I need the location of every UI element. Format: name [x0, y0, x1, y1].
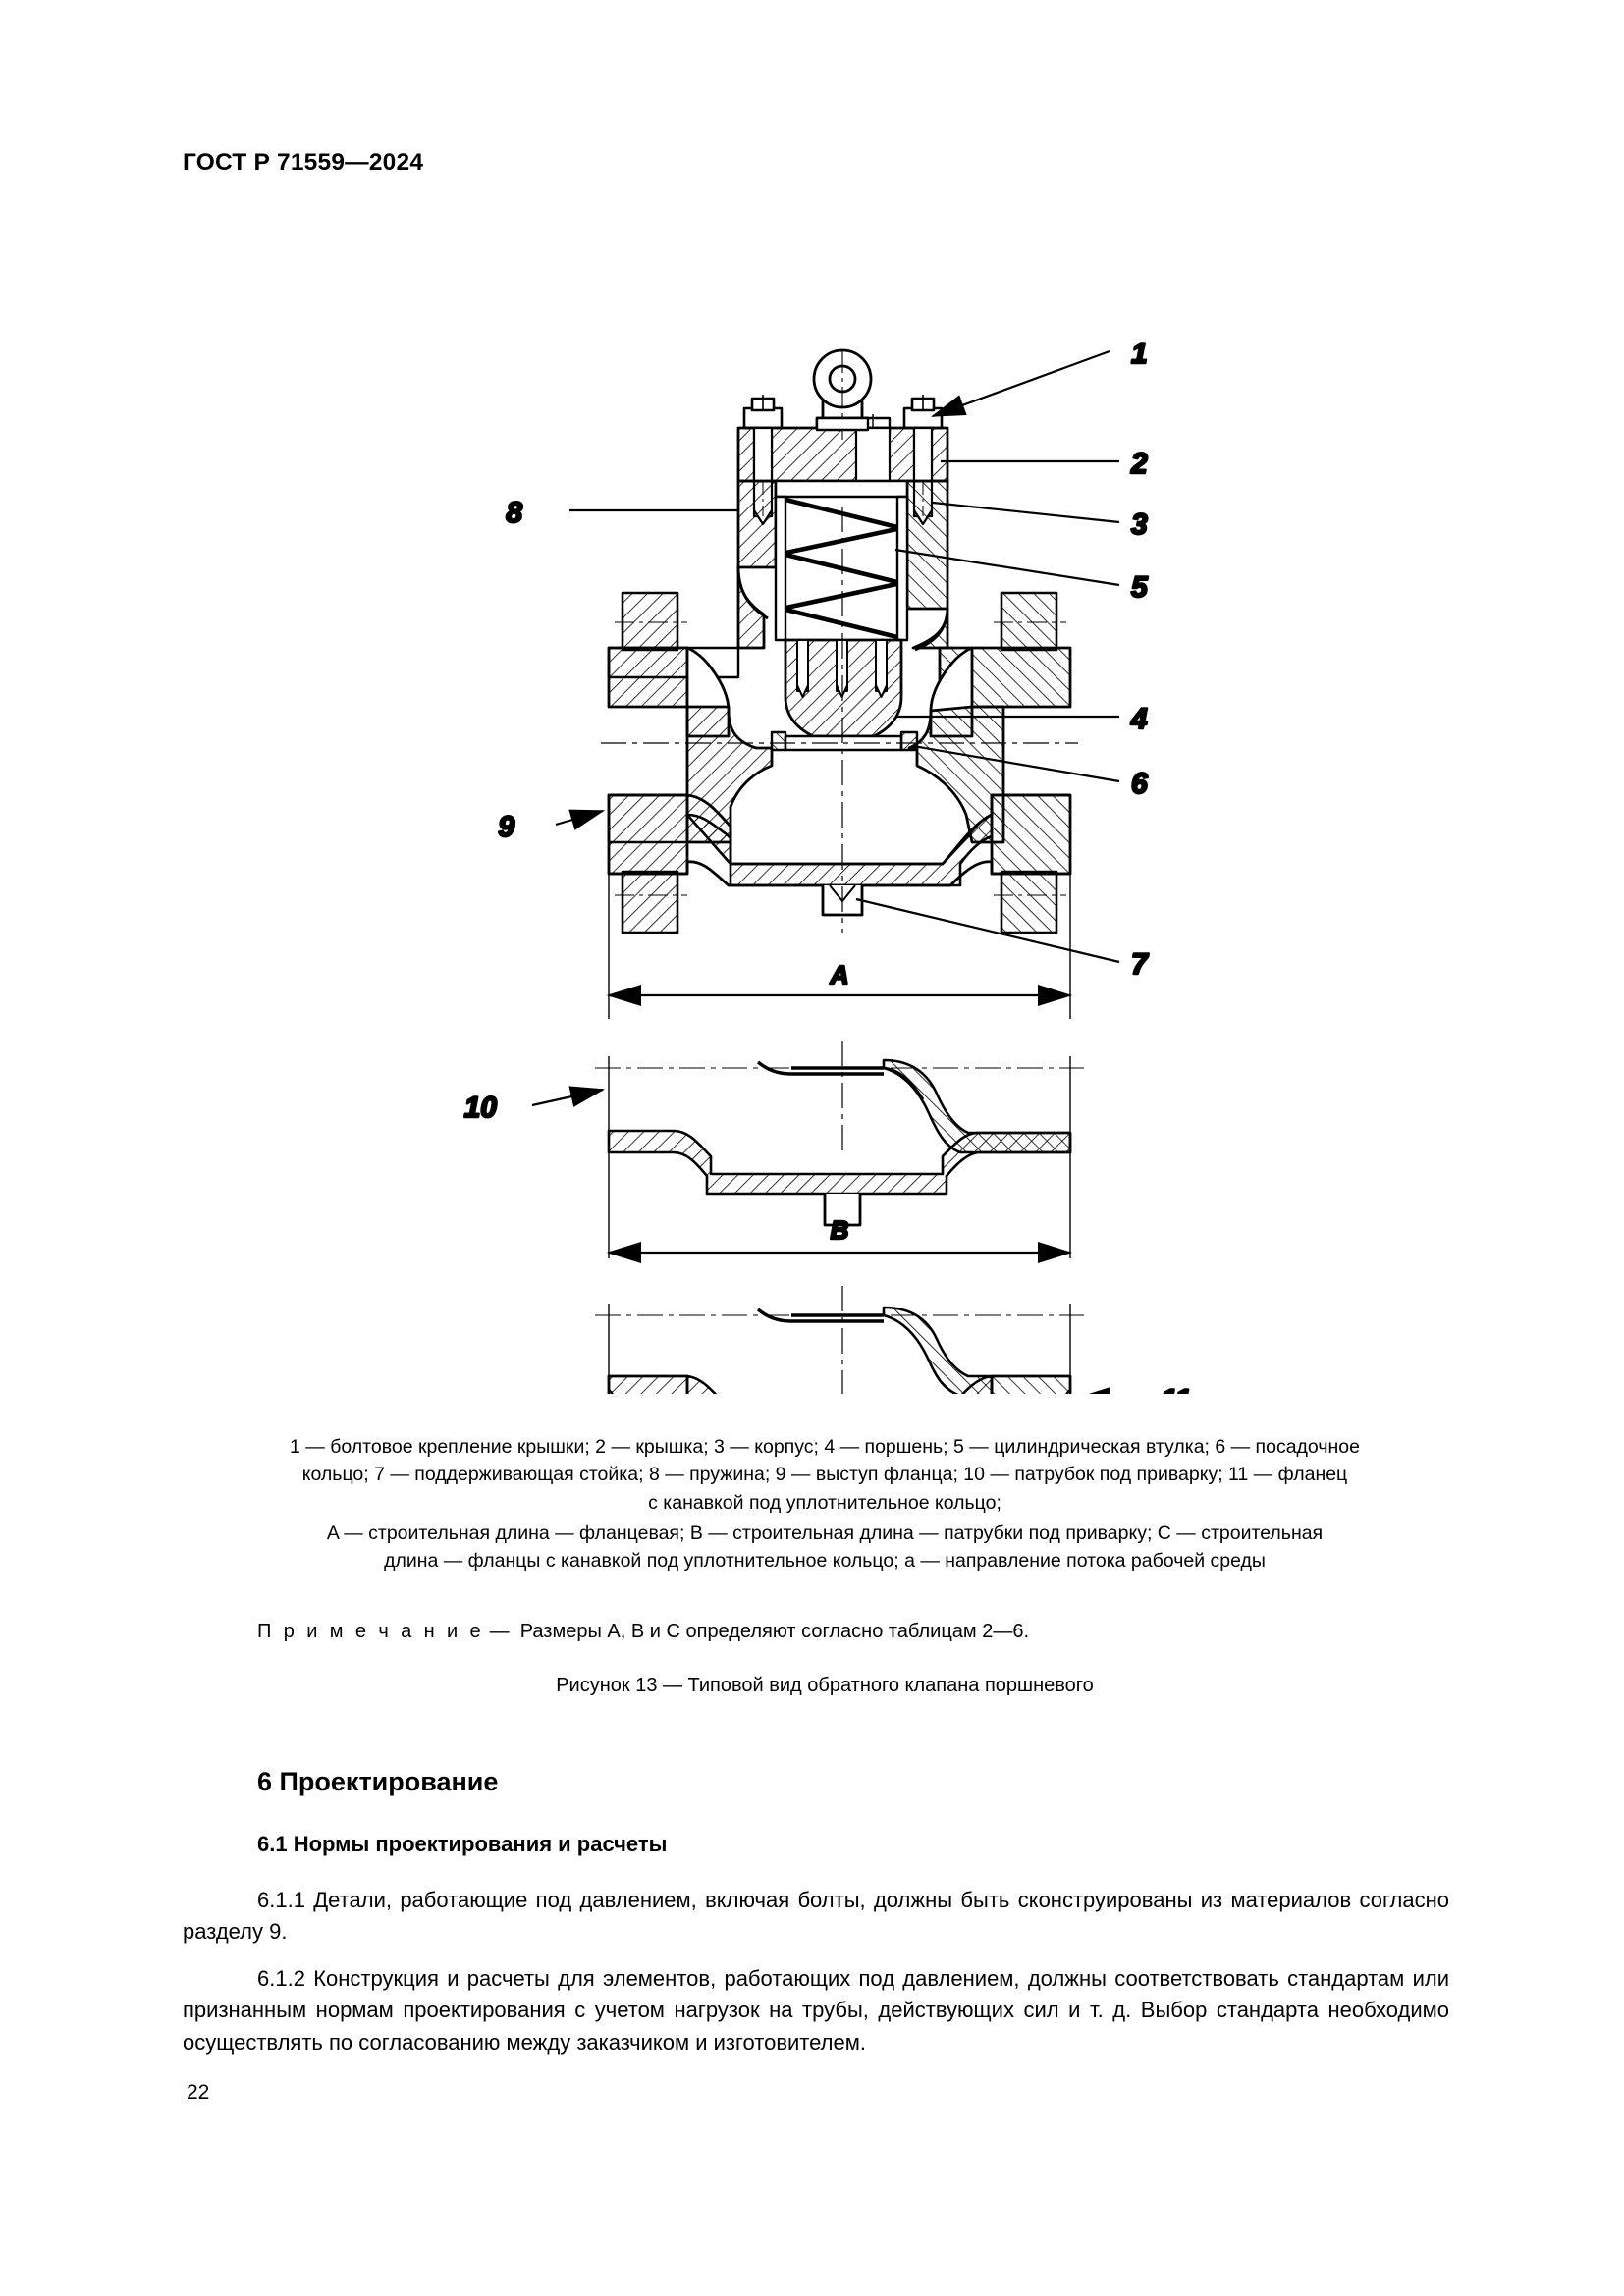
callout-3: 3: [1131, 508, 1148, 541]
running-header: ГОСТ Р 71559—2024: [183, 149, 424, 176]
flange-boss-left: [607, 793, 689, 876]
figure-legend-dimensions: A — строительная длина — фланцевая; B — …: [245, 1520, 1404, 1575]
callout-2: 2: [1130, 448, 1148, 480]
view-buttweld-ends: B: [595, 1041, 1084, 1263]
rj-flange-left: [607, 1374, 689, 1394]
left-flange-upper: [607, 646, 689, 709]
legend-line-4: A — строительная длина — фланцевая; B — …: [326, 1522, 1324, 1544]
dimension-label-B: B: [831, 1215, 849, 1245]
figure-title: Рисунок 13 — Типовой вид обратного клапа…: [556, 1675, 1094, 1696]
note-dash: —: [489, 1621, 510, 1642]
legend-line-5: длина — фланцы с канавкой под уплотнител…: [384, 1550, 1266, 1573]
callout-9: 9: [498, 811, 514, 843]
paragraph-6-1-2: 6.1.2 Конструкция и расчеты для элементо…: [183, 1966, 1449, 2055]
page-number: 22: [187, 2081, 210, 2104]
dimension-label-A: A: [830, 960, 849, 989]
flange-boss-right: [990, 793, 1072, 876]
figure-legend: 1 — болтовое крепление крышки; 2 — крышк…: [245, 1433, 1404, 1517]
callout-10: 10: [464, 1092, 498, 1124]
callout-4: 4: [1130, 703, 1148, 735]
callout-leader-10: [531, 1086, 606, 1107]
legend-line-2: кольцо; 7 — поддерживающая стойка; 8 — п…: [301, 1464, 1348, 1486]
callout-11: 11: [1161, 1384, 1191, 1394]
paragraph-6-1-1: 6.1.1 Детали, работающие под давлением, …: [183, 1888, 1449, 1945]
callout-6: 6: [1131, 768, 1148, 800]
section-heading-6: 6 Проектирование: [257, 1767, 499, 1796]
callout-5: 5: [1131, 571, 1149, 604]
section-heading-6-1: 6.1 Нормы проектирования и расчеты: [257, 1832, 668, 1856]
spring-seat: [774, 479, 909, 499]
figure-note: П р и м е ч а н и е — Размеры A, B и C о…: [257, 1618, 1406, 1645]
callout-1: 1: [1131, 338, 1148, 370]
callout-8: 8: [506, 497, 522, 529]
rj-flange-right: [990, 1374, 1072, 1394]
note-text: Размеры A, B и C определяют согласно таб…: [519, 1621, 1030, 1642]
note-keyword: П р и м е ч а н и е: [257, 1621, 485, 1642]
legend-line-3: с канавкой под уплотнительное кольцо;: [648, 1491, 1001, 1514]
figure-13-valve-drawing: A 1: [0, 187, 1624, 1394]
legend-line-1: 1 — болтовое крепление крышки; 2 — крышк…: [290, 1436, 1360, 1458]
view-ringjoint-flanges: C a: [595, 1286, 1084, 1394]
view-flanged-assembly: A: [601, 348, 1078, 1019]
callout-leaders-view1: [555, 349, 1120, 964]
callout-7: 7: [1131, 948, 1149, 981]
